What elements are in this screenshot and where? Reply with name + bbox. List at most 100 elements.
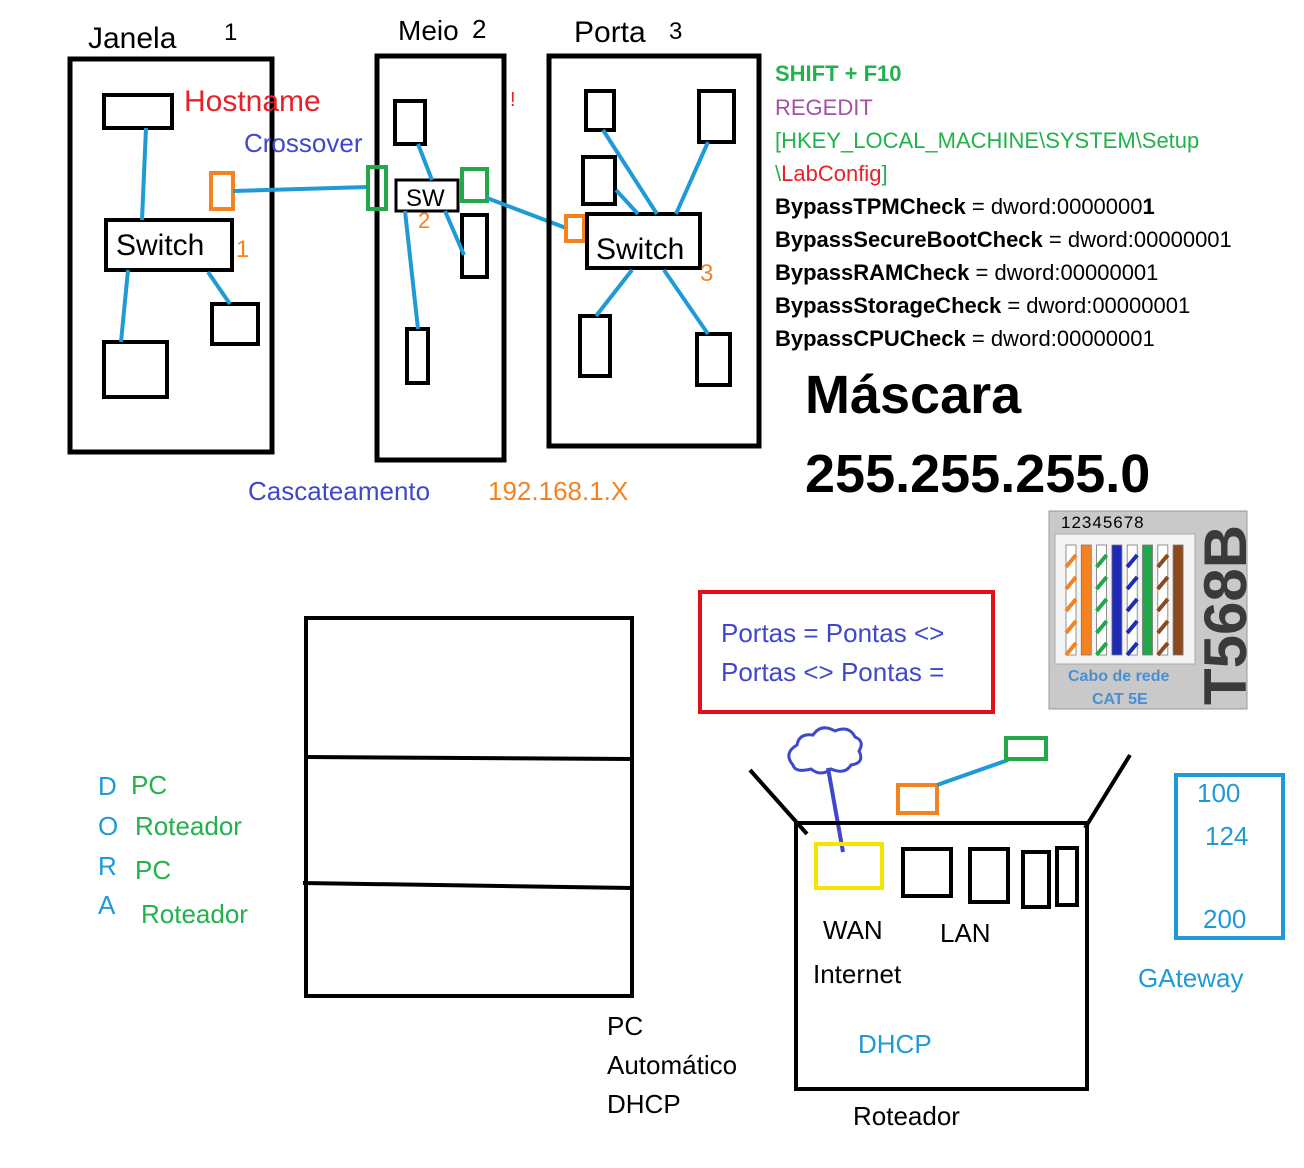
router-uplink-wire [936, 758, 1009, 787]
router-dhcp-label: DHCP [858, 1029, 932, 1059]
meio-switch-label: SW [406, 185, 445, 212]
dora-letter-a: A [98, 890, 116, 920]
router-internet-label: Internet [813, 959, 902, 989]
porta-host-bottom-right [695, 332, 732, 387]
registry-entry-tail: 1 [1143, 194, 1155, 219]
t568b-wire-stripe [1064, 641, 1078, 657]
registry-entry-name: BypassTPMCheck [775, 194, 967, 219]
label-hostname: Hostname [184, 85, 321, 118]
t568b-wire-stripe [1064, 597, 1078, 613]
registry-key-path: [HKEY_LOCAL_MACHINE\SYSTEM\Setup [775, 128, 1199, 153]
t568b-image: 12345678 Cabo de rede CAT 5E T568B [1048, 510, 1259, 710]
router-wan-label: WAN [823, 915, 883, 945]
t568b-wire-stripe [1125, 619, 1139, 635]
wan-port [814, 842, 884, 890]
label-janela-number: 1 [224, 19, 237, 46]
gateway-box [1174, 773, 1285, 940]
label-janela: Janela [88, 22, 177, 55]
registry-entry: BypassCPUCheck = dword:00000001 [775, 326, 1155, 351]
wire-meio-top [416, 143, 434, 181]
label-cascateamento: Cascateamento [248, 476, 430, 506]
label-ip-range: 192.168.1.X [488, 476, 628, 506]
t568b-wire-8 [1172, 544, 1184, 656]
meio-switch [394, 178, 460, 213]
portas-box [698, 590, 995, 714]
room-porta [546, 53, 762, 449]
t568b-wire-stripe [1156, 597, 1170, 613]
registry-entry-value: = dword:00000001 [1043, 227, 1232, 252]
janela-switch-label: Switch [116, 229, 204, 262]
label-porta-number: 3 [669, 18, 682, 45]
portas-line1: Portas = Pontas <> [721, 618, 944, 648]
t568b-standard: T568B [1192, 525, 1259, 705]
lan-port-4 [1055, 846, 1079, 907]
porta-switch [585, 212, 702, 270]
janela-switch [104, 218, 234, 272]
t568b-caption-line1: Cabo de rede [1068, 668, 1169, 685]
dora-role-o: Roteador [135, 811, 242, 841]
registry-regedit: REGEDIT [775, 95, 873, 120]
t568b-wire-stripe [1095, 619, 1109, 635]
t568b-wire-stripe [1125, 553, 1139, 569]
t568b-wire-stripe [1095, 641, 1109, 657]
room-janela [67, 56, 275, 455]
porta-host-bottom-left [578, 314, 612, 378]
dora-role-a: Roteador [141, 899, 248, 929]
janela-switch-number: 1 [236, 236, 249, 263]
wire-janela-to-meio [232, 185, 369, 193]
porta-host-mid-left [581, 155, 617, 206]
gateway-value-2: 124 [1205, 821, 1248, 851]
wire-porta-bottom-right [662, 268, 710, 336]
lan-port-3 [1021, 850, 1051, 909]
label-porta: Porta [574, 16, 646, 49]
wire-porta-top-left [601, 128, 659, 216]
wire-porta-bottom-left [594, 268, 634, 318]
meio-switch-number: 2 [418, 208, 430, 233]
dora-role-d: PC [131, 770, 167, 800]
registry-shortcut: SHIFT + F10 [775, 61, 902, 86]
registry-entry-name: BypassSecureBootCheck [775, 227, 1044, 252]
registry-entries: BypassTPMCheck = dword:00000001BypassSec… [775, 194, 1232, 351]
registry-entry: BypassStorageCheck = dword:00000001 [775, 293, 1190, 318]
t568b-wire-stripe [1064, 553, 1078, 569]
t568b-wire-stripe [1156, 553, 1170, 569]
t568b-wire-stripe [1064, 619, 1078, 635]
router-body [794, 821, 1089, 1091]
registry-entry-value: = dword:00000001 [966, 326, 1155, 351]
meio-port-left [366, 165, 388, 211]
meio-host-right [460, 213, 489, 279]
label-meio: Meio [398, 15, 459, 46]
pc-box-divider-2 [302, 881, 633, 890]
t568b-wire-6 [1142, 544, 1153, 656]
stray-mark: ! [510, 89, 516, 111]
janela-host-right [210, 302, 260, 346]
label-meio-number: 2 [472, 14, 486, 44]
wire-janela-top [140, 127, 148, 221]
router-caption: Roteador [853, 1101, 960, 1131]
registry-subkey: \LabConfig] [775, 161, 888, 186]
t568b-pin-numbers: 12345678 [1061, 513, 1145, 532]
internet-cloud-icon [787, 726, 863, 775]
pc-box [304, 616, 634, 998]
router-port-orange [896, 783, 939, 815]
lan-port-1 [901, 847, 953, 898]
t568b-wire-stripe [1125, 575, 1139, 591]
t568b-wire-stripe [1064, 575, 1078, 591]
meio-host-top [393, 99, 427, 146]
t568b-wire-stripe [1156, 575, 1170, 591]
label-crossover: Crossover [244, 128, 363, 158]
wire-meio-right [443, 210, 466, 256]
registry-entry-value: = dword:00000001 [969, 260, 1158, 285]
registry-entry-name: BypassRAMCheck [775, 260, 970, 285]
room-meio [374, 53, 507, 463]
pc-caption-line3: DHCP [607, 1089, 681, 1119]
t568b-wire-stripe [1125, 597, 1139, 613]
porta-switch-label: Switch [596, 233, 684, 266]
t568b-wire-stripe [1095, 575, 1109, 591]
pc-caption-line2: Automático [607, 1050, 737, 1080]
meio-port-right [460, 167, 489, 203]
router-port-green [1004, 736, 1048, 761]
registry-entry: BypassRAMCheck = dword:00000001 [775, 260, 1158, 285]
